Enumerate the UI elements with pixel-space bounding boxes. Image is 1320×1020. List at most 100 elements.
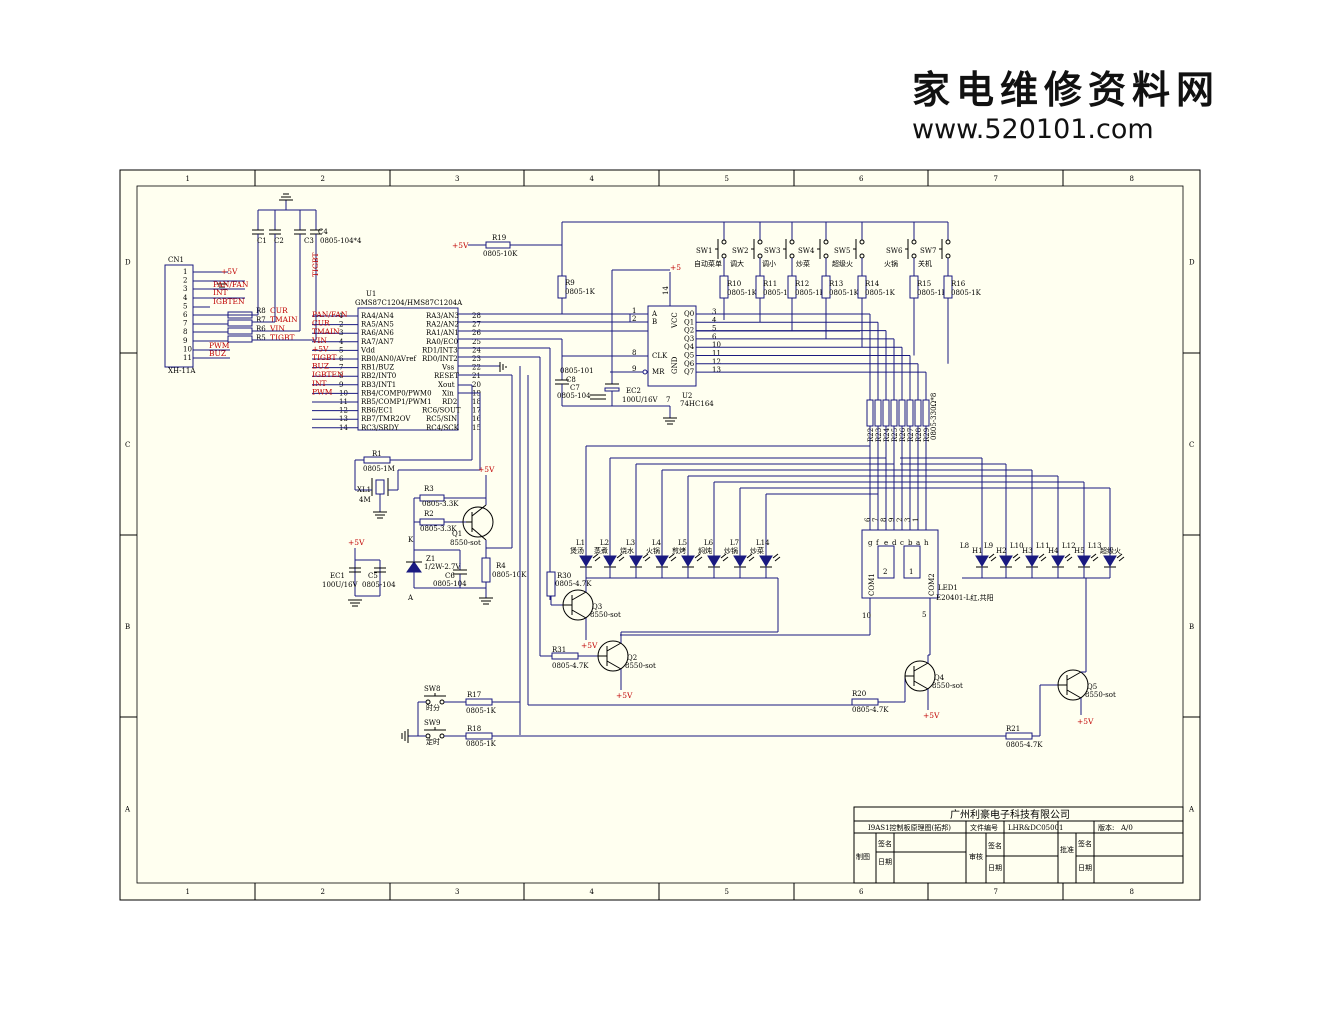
- u1-pin-4: RA7/AN7: [361, 338, 394, 346]
- c1-ref: C1: [257, 237, 267, 245]
- seg-num-3: 9: [888, 518, 896, 522]
- q2-val: 8550-sot: [625, 662, 656, 670]
- u1-ref: U1: [366, 290, 376, 298]
- row-label-right-A: A: [1188, 806, 1195, 814]
- col-label-bottom-1: 1: [186, 888, 190, 896]
- u1-pin-28: RA3/AN3: [426, 312, 459, 320]
- u2-pin-Q4: Q4: [684, 343, 695, 351]
- r30-val: 0805-4.7K: [555, 580, 592, 588]
- z1-ref: Z1: [426, 555, 435, 563]
- cn1-pin-7: 7: [183, 320, 187, 328]
- u2-gnd: GND: [671, 356, 679, 374]
- transistor-block: R300805-4.7KQ38550-sot+5VR310805-4.7KQ28…: [540, 446, 1116, 749]
- u1-pinnum-20: 20: [472, 381, 481, 389]
- u2-pin-Q3: Q3: [684, 335, 694, 343]
- u2-pinnum-Q7: 13: [712, 366, 721, 374]
- res-val-6: 0805-1K: [917, 289, 948, 297]
- switch-label-7: 关机: [918, 259, 932, 268]
- u1-pin-1: RA4/AN4: [361, 312, 394, 320]
- q4-ref: Q4: [934, 674, 945, 682]
- led-left-label-8: 炒菜: [750, 546, 764, 555]
- watermark-title: 家电维修资料网: [912, 67, 1220, 112]
- res-array-r28: R28: [915, 428, 923, 442]
- cn1-part: XH-11A: [168, 367, 196, 375]
- net-buz-cn1: BUZ: [209, 349, 226, 358]
- r21-ref: R21: [1006, 725, 1020, 733]
- led1-ref: LED1: [938, 584, 958, 592]
- u1-pin-27: RA2/AN2: [426, 321, 459, 329]
- check-label: 审核: [969, 852, 983, 861]
- r3-ref: R3: [424, 485, 434, 493]
- col-label-bottom-8: 8: [1130, 888, 1134, 896]
- drawing-frame: [119, 169, 1201, 901]
- net-5v-q4: +5V: [923, 711, 940, 720]
- col-label-top-4: 4: [590, 175, 595, 183]
- led-right-l13: L13: [1088, 542, 1102, 550]
- u1-pin-9: RB3/INT1: [361, 381, 396, 389]
- u1-net-7: IGBTEN: [312, 370, 344, 379]
- u2-pin-Q2: Q2: [684, 327, 694, 335]
- sw9-ref: SW9: [424, 719, 440, 727]
- r19-ref: R19: [492, 234, 506, 242]
- check-sign: 签名: [988, 841, 1002, 850]
- u2-pin-Q7: Q7: [684, 368, 694, 376]
- u1-pin-25: RA0/EC0: [426, 338, 458, 346]
- r18-val: 0805-1K: [466, 740, 497, 748]
- u1-pin-5: Vdd: [360, 346, 376, 354]
- u2-pinnum-MR: 9: [632, 365, 636, 373]
- ec2-val: 100U/16V: [622, 396, 659, 404]
- c4-val: 0805-104*4: [320, 237, 362, 245]
- u1-pinnum-21: 21: [472, 372, 481, 380]
- r18-ref: R18: [467, 725, 481, 733]
- ec2-ref: EC2: [626, 387, 641, 395]
- c5-val: 0805-104: [362, 581, 396, 589]
- cn1-pin-11: 11: [183, 354, 192, 362]
- com2-pin: 5: [922, 611, 926, 619]
- row-label-right-D: D: [1189, 259, 1195, 267]
- u2-vcc: VCC: [671, 312, 679, 329]
- res-r15: R15: [917, 280, 931, 288]
- c7-val: 0805-104: [557, 392, 591, 400]
- cn1-pin-4: 4: [183, 294, 188, 302]
- r4-ref: R4: [496, 562, 506, 570]
- u1-pinnum-25: 25: [472, 338, 481, 346]
- row-label-right-C: C: [1189, 441, 1194, 449]
- version-value: A/0: [1120, 824, 1133, 832]
- led-left-l6: L6: [704, 539, 714, 547]
- r7-ref: R7: [256, 316, 266, 324]
- u2-pinnum-A: 1: [632, 307, 636, 315]
- com2-label: COM2: [928, 573, 936, 596]
- u1-pin-14: RC3/SRDY: [361, 424, 399, 432]
- col-label-bottom-4: 4: [590, 888, 595, 896]
- made-sign: 签名: [878, 839, 892, 848]
- r17-val: 0805-1K: [466, 707, 497, 715]
- seg-e: e: [884, 539, 888, 547]
- xl1-ref: XL1: [357, 486, 371, 494]
- switch-label-5: 超级火: [832, 259, 853, 268]
- cn1-pin-2: 2: [183, 277, 187, 285]
- net-5v-reset: +5V: [478, 465, 495, 474]
- u1-pin-18: RD2: [442, 398, 457, 406]
- u1-net-6: BUZ: [312, 362, 329, 371]
- q3-ref: Q3: [592, 603, 602, 611]
- u2-pinnum-CLK: 8: [632, 349, 636, 357]
- file-number: LHR&DC05001: [1008, 824, 1064, 832]
- cn1-pin-10: 10: [183, 345, 192, 353]
- u2-pin-Q5: Q5: [684, 352, 694, 360]
- z1-val: 1/2W-2.7V: [424, 563, 461, 571]
- res-r11: R11: [763, 280, 777, 288]
- switch-sw6: SW6: [886, 247, 903, 255]
- res-val-2: 0805-1K: [763, 289, 794, 297]
- ec1-ref: EC1: [330, 572, 345, 580]
- u1-pin-26: RA1/AN1: [426, 329, 459, 337]
- mcu-u1: U1 GMS87C1204/HMS87C1204A RA4/AN41RA5/AN…: [311, 290, 481, 432]
- sw8-label: 时分: [426, 703, 440, 712]
- res-r13: R13: [829, 280, 843, 288]
- com1-label: COM1: [868, 573, 876, 596]
- led-left-l14: L14: [756, 539, 770, 547]
- seg-a: a: [916, 539, 920, 547]
- led-left-l7: L7: [730, 539, 739, 547]
- power-filter: +5V EC1 100U/16V C5 0805-104: [322, 538, 396, 607]
- digit-2: 2: [883, 568, 887, 576]
